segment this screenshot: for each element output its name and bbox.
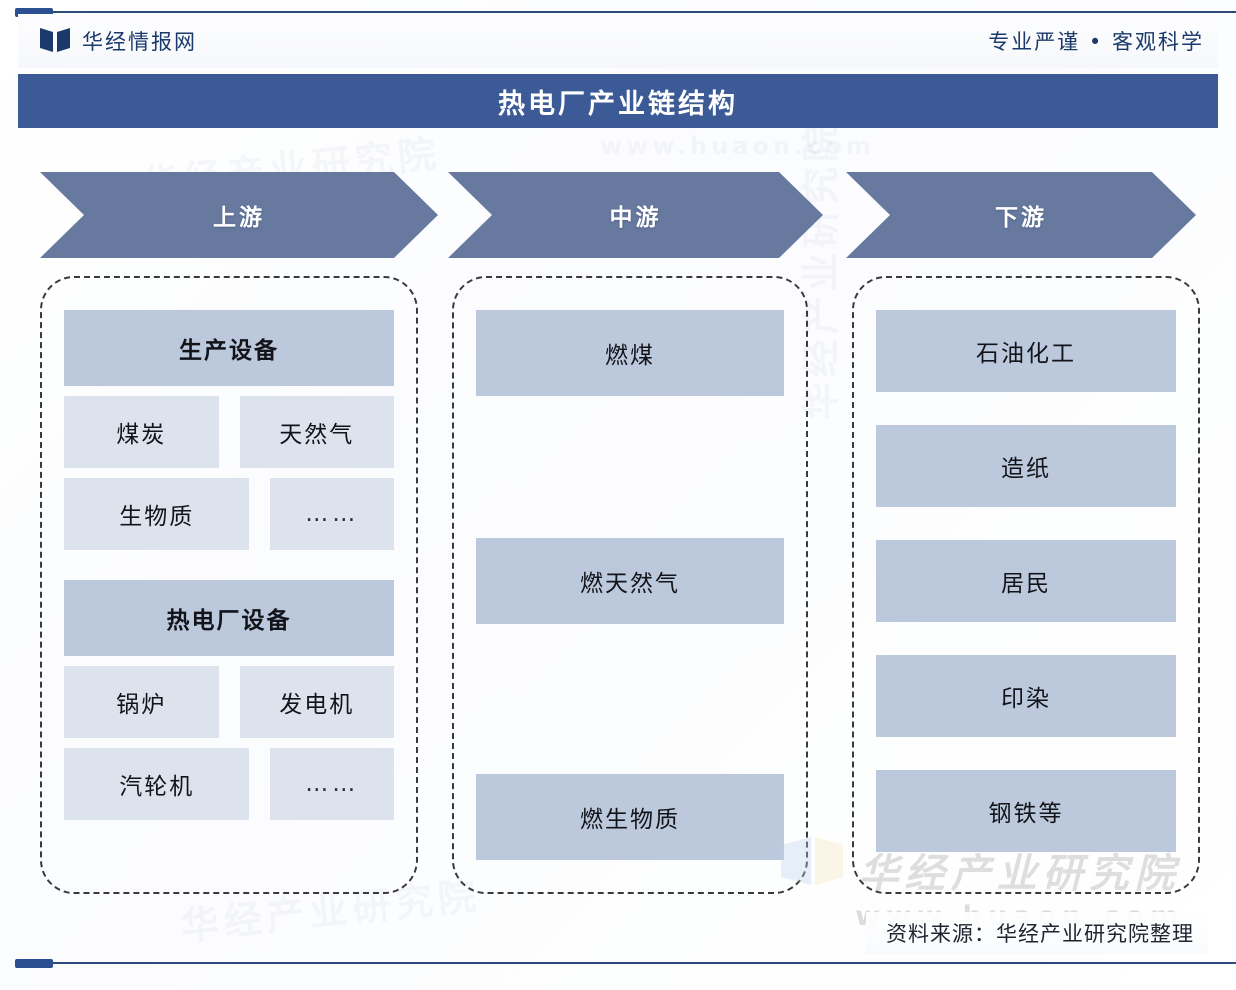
book-mark-icon <box>40 26 70 57</box>
bottom-divider <box>15 959 1236 968</box>
masthead: 华经情报网 专业严谨 • 客观科学 <box>18 14 1218 68</box>
node-item: 燃煤 <box>476 310 784 396</box>
chain-columns: 生产设备 煤炭 天然气 生物质 …… 热电厂设备 锅炉 发电机 <box>40 276 1200 894</box>
node-item: 燃生物质 <box>476 774 784 860</box>
node-item: 钢铁等 <box>876 770 1176 852</box>
column-upstream-content: 生产设备 煤炭 天然气 生物质 …… 热电厂设备 锅炉 发电机 <box>42 278 416 892</box>
node-spacer <box>476 624 784 774</box>
node-item: 煤炭 <box>64 396 219 468</box>
stage-chevron-upstream: 上游 <box>40 172 438 258</box>
group-spacer <box>64 550 394 580</box>
source-note: 资料来源：华经产业研究院整理 <box>866 912 1208 954</box>
bottom-divider-tab <box>15 959 53 968</box>
title-banner: 热电厂产业链结构 <box>18 74 1218 128</box>
node-item: 汽轮机 <box>64 748 250 820</box>
column-downstream: 石油化工 造纸 居民 印染 钢铁等 <box>852 276 1200 894</box>
node-item: 石油化工 <box>876 310 1176 392</box>
node-item-ellipsis: …… <box>270 748 394 820</box>
node-row: 煤炭 天然气 <box>64 396 394 468</box>
stage-chevron-midstream: 中游 <box>448 172 823 258</box>
masthead-tagline: 专业严谨 • 客观科学 <box>988 30 1204 54</box>
node-item: 锅炉 <box>64 666 219 738</box>
stage-label-downstream: 下游 <box>995 205 1047 231</box>
node-row: 汽轮机 …… <box>64 748 394 820</box>
upstream-group-cogeneration-equipment: 热电厂设备 锅炉 发电机 汽轮机 …… <box>64 580 394 820</box>
node-item: 天然气 <box>239 396 394 468</box>
top-divider-tab <box>15 8 53 17</box>
node-spacer <box>476 396 784 538</box>
upstream-group-production-equipment: 生产设备 煤炭 天然气 生物质 …… <box>64 310 394 550</box>
column-midstream: 燃煤 燃天然气 燃生物质 <box>452 276 808 894</box>
node-item: 发电机 <box>239 666 394 738</box>
node-item: 造纸 <box>876 425 1176 507</box>
column-midstream-content: 燃煤 燃天然气 燃生物质 <box>454 278 806 892</box>
top-divider <box>15 8 1236 17</box>
node-row: 生物质 …… <box>64 478 394 550</box>
node-group-head: 生产设备 <box>64 310 394 386</box>
brand: 华经情报网 <box>40 26 197 57</box>
stage-chevron-downstream: 下游 <box>846 172 1196 258</box>
stage-chevron-band: 上游 中游 下游 <box>40 172 1196 258</box>
node-row: 锅炉 发电机 <box>64 666 394 738</box>
node-item-ellipsis: …… <box>270 478 394 550</box>
brand-name: 华经情报网 <box>82 30 197 54</box>
node-group-head: 热电厂设备 <box>64 580 394 656</box>
column-upstream: 生产设备 煤炭 天然气 生物质 …… 热电厂设备 锅炉 发电机 <box>40 276 418 894</box>
column-downstream-content: 石油化工 造纸 居民 印染 钢铁等 <box>854 278 1198 892</box>
page-title: 热电厂产业链结构 <box>498 88 738 120</box>
node-item: 生物质 <box>64 478 250 550</box>
background-watermark-url: www.huaon.com <box>600 132 875 160</box>
stage-label-midstream: 中游 <box>609 205 662 231</box>
node-item: 居民 <box>876 540 1176 622</box>
node-item: 印染 <box>876 655 1176 737</box>
node-item: 燃天然气 <box>476 538 784 624</box>
stage-label-upstream: 上游 <box>213 205 265 231</box>
